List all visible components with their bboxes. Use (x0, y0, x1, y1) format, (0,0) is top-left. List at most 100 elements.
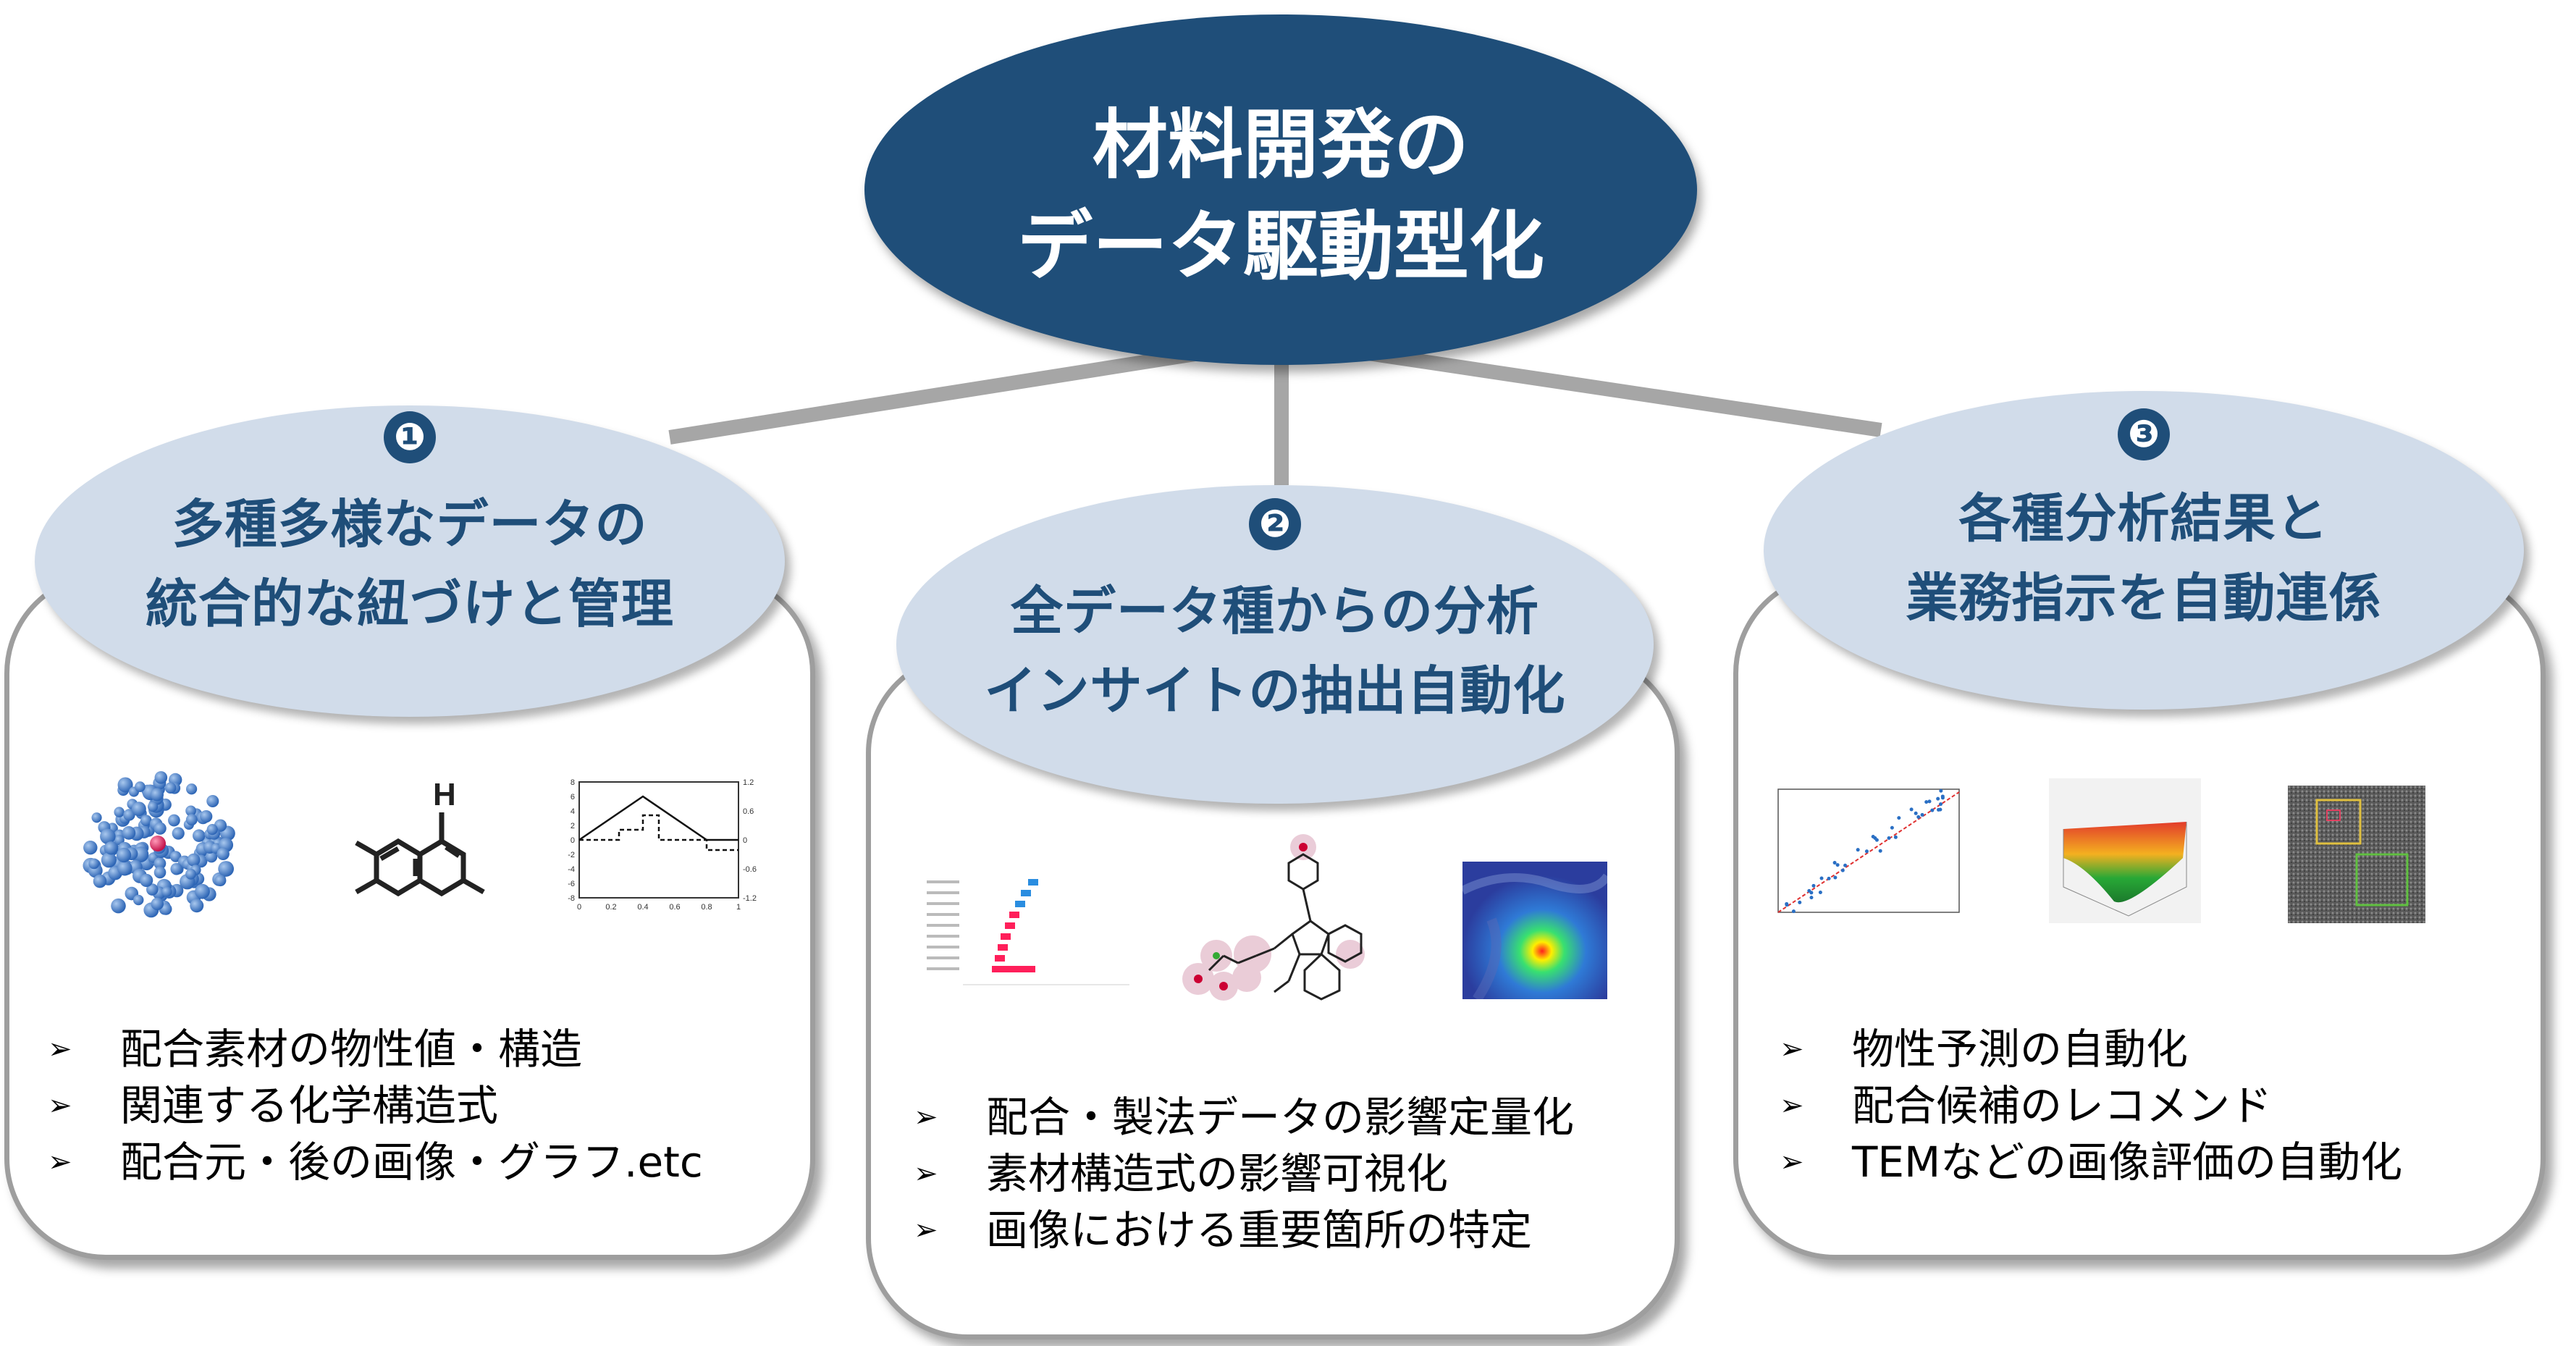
y2-tick-label: 1.2 (743, 778, 754, 787)
scatter-point (1924, 800, 1929, 804)
scatter-point (1874, 838, 1879, 842)
scatter-point (1938, 807, 1942, 812)
arrow-head-icon: ➢ (914, 1157, 938, 1190)
y-tick-label: 8 (571, 778, 575, 787)
pillar-1-header: ❶ 多種多様なデータの 統合的な紐づけと管理 (35, 405, 785, 717)
main-title-ellipse: 材料開発の データ駆動型化 (864, 14, 1697, 365)
x-tick-label: 0.2 (605, 903, 616, 912)
x-tick-label: 0.6 (669, 903, 680, 912)
arrow-head-icon: ➢ (48, 1145, 72, 1179)
main-title-line2: データ駆動型化 (1016, 202, 1544, 290)
scatter-point (1791, 909, 1796, 914)
waterfall-bar (1005, 922, 1015, 929)
scatter-point (1798, 900, 1802, 904)
molecule-cluster-image (83, 771, 235, 918)
arrow-head-icon: ➢ (914, 1213, 938, 1247)
scatter-point (1819, 876, 1824, 880)
prediction-scatter-image (1777, 788, 1960, 914)
list-item: ➢関連する化学構造式 (48, 1077, 703, 1134)
pillar-1-title-line2: 統合的な紐づけと管理 (145, 573, 674, 634)
scatter-point (1893, 835, 1898, 839)
waterfall-bar (1028, 879, 1038, 886)
x-tick-label: 0.8 (701, 903, 712, 912)
solid-series-line (578, 795, 738, 841)
list-item: ➢画像における重要箇所の特定 (914, 1202, 1574, 1258)
waterfall-label (927, 891, 959, 894)
waterfall-label (927, 913, 959, 916)
scatter-point (1936, 796, 1940, 801)
surface-3d-image (2049, 778, 2201, 923)
waterfall-label (927, 924, 959, 927)
waterfall-bar (1021, 890, 1031, 896)
waterfall-bar (998, 944, 1008, 951)
scatter-point (1939, 802, 1943, 807)
scatter-point (1871, 834, 1875, 838)
scatter-point (1930, 808, 1935, 812)
pillar-2-bullets: ➢配合・製法データの影響定量化 ➢素材構造式の影響可視化 ➢画像における重要箇所… (914, 1089, 1574, 1258)
scatter-point (1818, 891, 1822, 895)
scatter-point (1832, 861, 1837, 865)
pillar-2-title-line2: インサイトの抽出自動化 (984, 660, 1566, 721)
waterfall-bar (1001, 933, 1011, 940)
waterfall-label (927, 946, 959, 948)
scatter-point (1887, 836, 1891, 841)
y-tick-label: -6 (568, 880, 575, 888)
y-tick-label: 4 (571, 807, 575, 816)
waterfall-label (927, 967, 959, 970)
main-title-line1: 材料開発の (1092, 101, 1469, 189)
scatter-point (1833, 875, 1838, 880)
list-item: ➢配合・製法データの影響定量化 (914, 1089, 1574, 1145)
arrow-head-icon: ➢ (914, 1101, 938, 1134)
y2-tick-label: 0.6 (743, 807, 754, 816)
y2-tick-label: 0 (743, 836, 747, 845)
scatter-point (1856, 848, 1860, 852)
x-tick-label: 0 (577, 903, 581, 912)
waterfall-bar (995, 955, 1005, 962)
scatter-point (1916, 815, 1921, 819)
y2-tick-label: -0.6 (743, 865, 757, 874)
arrow-head-icon: ➢ (1780, 1145, 1804, 1179)
scatter-point (1897, 816, 1901, 820)
feature-importance-image (927, 879, 1129, 985)
scatter-point (1811, 883, 1816, 888)
pillar-3-bullets: ➢物性予測の自動化 ➢配合候補のレコメンド ➢TEMなどの画像評価の自動化 (1780, 1021, 2402, 1190)
waterfall-label (927, 935, 959, 938)
y2-tick-label: -1.2 (743, 894, 757, 903)
atom-label-h: H (433, 777, 456, 812)
scatter-point (1840, 868, 1845, 872)
waterfall-label (927, 880, 959, 883)
pillar-3-title-line2: 業務指示を自動連係 (1906, 568, 2382, 628)
x-tick-label: 0.4 (637, 903, 648, 912)
scatter-point (1807, 888, 1811, 893)
list-item: ➢配合元・後の画像・グラフ.etc (48, 1134, 703, 1190)
dashed-series-line (579, 814, 738, 851)
arrow-head-icon: ➢ (48, 1032, 72, 1066)
scatter-point (1864, 849, 1869, 854)
scatter-point (1920, 812, 1924, 817)
pillar-3-number: ❸ (2118, 408, 2170, 460)
list-item: ➢素材構造式の影響可視化 (914, 1145, 1574, 1202)
pillar-1-number: ❶ (384, 411, 436, 463)
y-tick-label: -4 (568, 865, 575, 874)
chemical-structure-image: H (355, 777, 485, 897)
y-tick-label: 6 (571, 793, 575, 802)
list-item: ➢配合素材の物性値・構造 (48, 1021, 703, 1077)
y-tick-label: 2 (571, 822, 575, 830)
scatter-point (1843, 863, 1848, 867)
list-item: ➢物性予測の自動化 (1780, 1021, 2402, 1077)
pillar-1-title-line1: 多種多様なデータの (172, 494, 648, 555)
pillar-2-number: ❷ (1249, 498, 1301, 550)
heatmap-image (1462, 862, 1607, 999)
scatter-point (1878, 849, 1882, 853)
waterfall-bar (1015, 901, 1025, 907)
arrow-head-icon: ➢ (1780, 1089, 1804, 1122)
pillar-1-bullets: ➢配合素材の物性値・構造 ➢関連する化学構造式 ➢配合元・後の画像・グラフ.et… (48, 1021, 703, 1190)
scatter-point (1809, 896, 1814, 900)
scatter-point (1785, 903, 1789, 907)
pillar-3-header: ❸ 各種分析結果と 業務指示を自動連係 (1764, 391, 2524, 710)
list-item: ➢配合候補のレコメンド (1780, 1077, 2402, 1134)
waterfall-label (927, 956, 959, 959)
x-tick-label: 1 (736, 903, 741, 912)
waterfall-label (927, 902, 959, 905)
